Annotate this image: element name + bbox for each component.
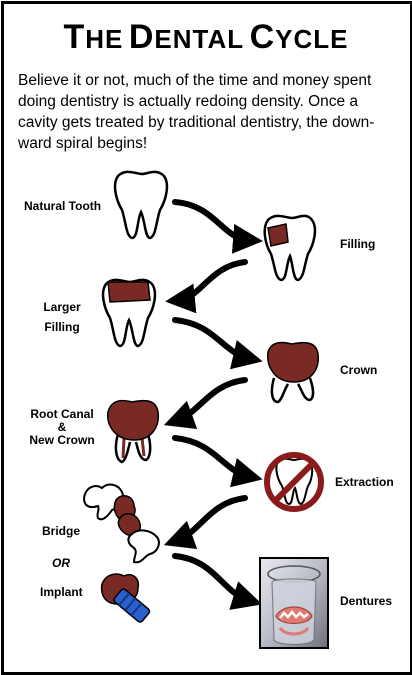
arrow-bridge-to-dentures: [172, 553, 263, 610]
label-implant: Implant: [40, 585, 83, 599]
label-crown: Crown: [340, 363, 378, 377]
intro-paragraph: Believe it or not, much of the time and …: [18, 72, 375, 152]
label-root-canal-line2: &: [57, 420, 67, 434]
label-extraction: Extraction: [335, 475, 394, 489]
label-larger-filling-line1: Larger: [43, 300, 81, 314]
label-root-canal-line1: Root Canal: [30, 407, 94, 421]
label-natural-tooth: Natural Tooth: [24, 199, 102, 213]
label-larger-filling: Larger Filling: [40, 300, 84, 334]
title-word-2: DENTAL: [128, 18, 245, 56]
arrow-filling-to-larger: [165, 259, 248, 314]
dentures-icon: [259, 557, 329, 649]
page-title: THE DENTAL CYCLE: [0, 18, 412, 57]
arrow-extraction-to-bridge: [163, 495, 248, 549]
crown-tooth-icon: [267, 341, 320, 404]
arrow-larger-to-crown: [172, 317, 263, 370]
cycle-arrows: [163, 199, 263, 610]
title-word-1: THE: [63, 18, 124, 56]
label-bridge: Bridge: [42, 524, 81, 538]
arrow-crown-to-rootcanal: [163, 377, 248, 429]
bridge-icon: [82, 483, 160, 564]
larger-filling-tooth-icon: [101, 278, 157, 348]
label-filling: Filling: [340, 237, 376, 251]
extraction-icon: [264, 452, 324, 512]
arrow-rootcanal-to-extraction: [172, 435, 263, 488]
filling-tooth-icon: [263, 214, 317, 282]
arrow-tooth-to-filling: [172, 199, 263, 254]
title-word-3: CYCLE: [249, 18, 349, 56]
label-larger-filling-line2: Filling: [44, 320, 80, 334]
natural-tooth-icon: [113, 170, 169, 240]
label-or: OR: [52, 556, 70, 570]
label-root-canal-line3: New Crown: [29, 433, 95, 447]
implant-icon: [100, 573, 151, 623]
label-root-canal: Root Canal & New Crown: [24, 408, 100, 447]
root-canal-tooth-icon: [107, 399, 160, 464]
label-dentures: Dentures: [340, 594, 393, 608]
